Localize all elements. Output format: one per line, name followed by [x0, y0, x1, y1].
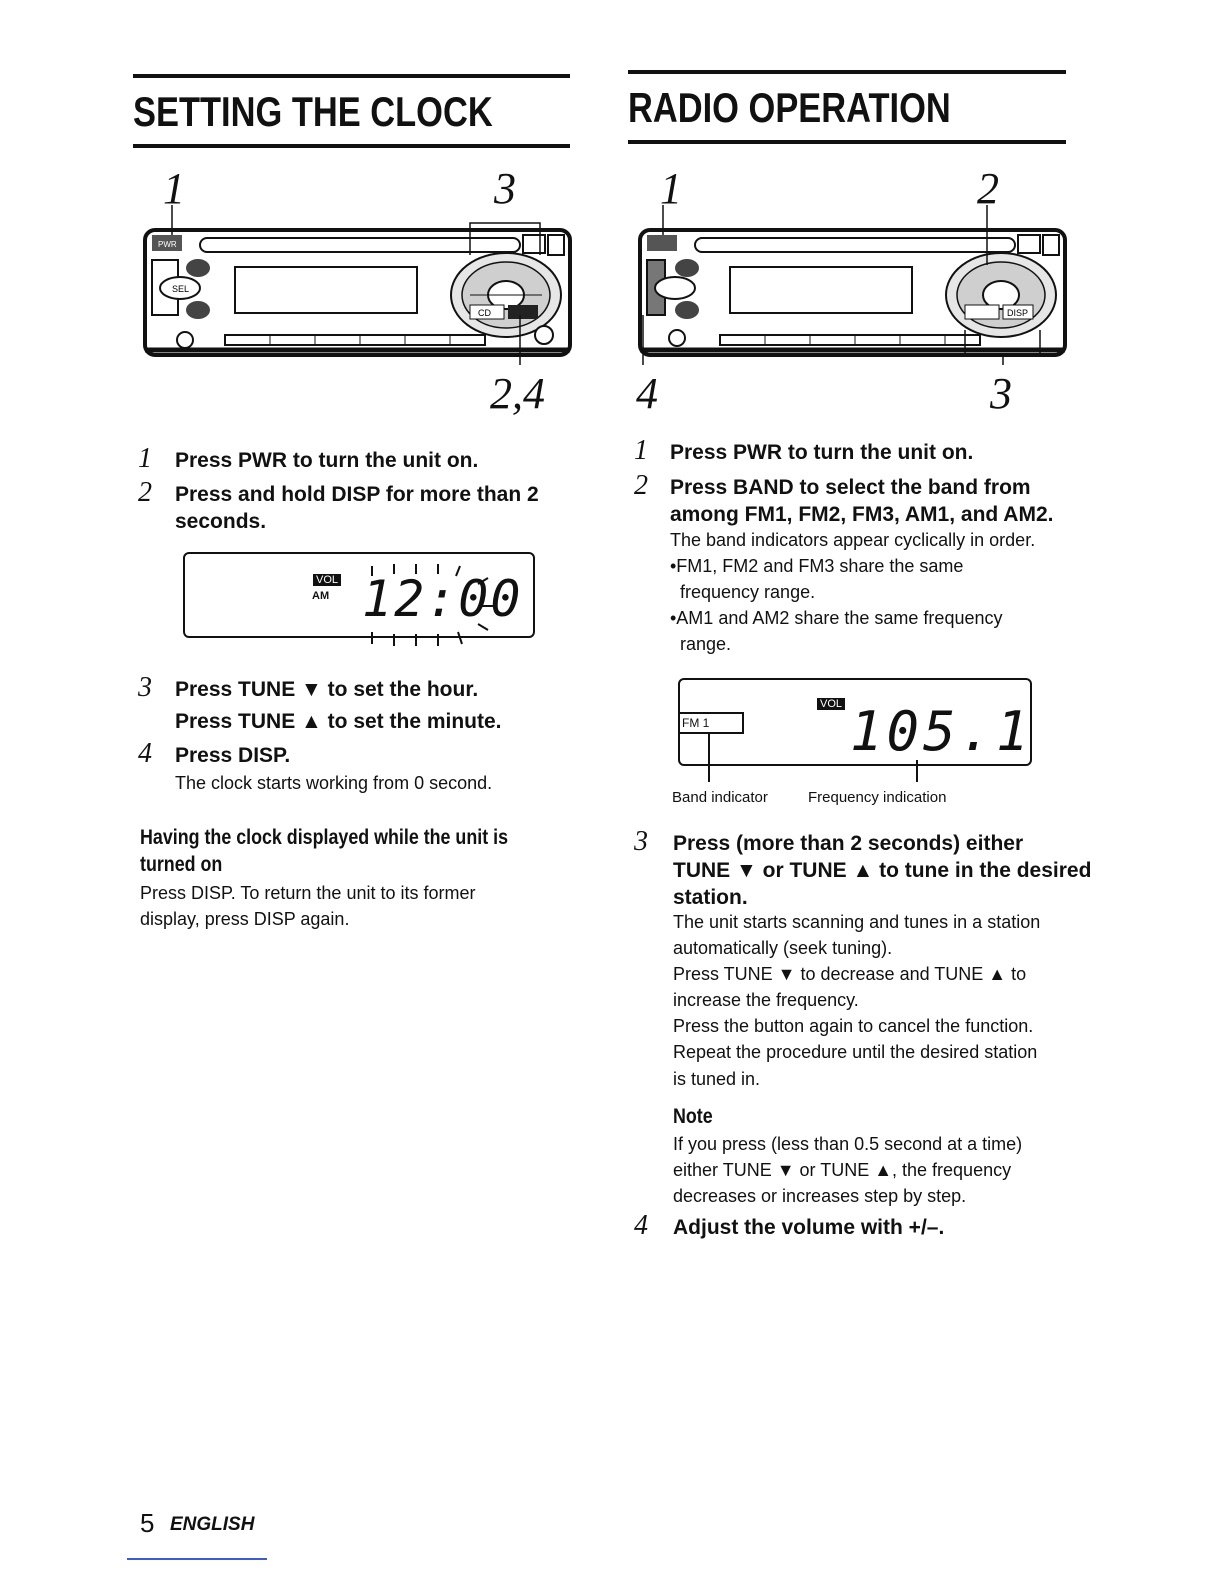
note-text: decreases or increases step by step.: [673, 1186, 967, 1206]
callout-2: 2: [977, 164, 999, 213]
section-title-radio-operation: RADIO OPERATION: [628, 84, 951, 131]
car-stereo-illustration: PWR SEL CD: [143, 205, 572, 365]
section-title-setting-clock: SETTING THE CLOCK: [133, 88, 493, 135]
step-text: Press BAND to select the band from: [670, 476, 1031, 499]
caption-band-indicator: Band indicator: [672, 789, 768, 806]
band-indicator: FM 1: [678, 712, 744, 734]
bullet: frequency range.: [680, 582, 816, 602]
step-number: 2: [634, 470, 648, 501]
left-title-underline: [133, 144, 570, 148]
step-number: 3: [634, 826, 648, 857]
subheading-text: display, press DISP again.: [140, 909, 350, 929]
clock-lcd: [183, 552, 535, 638]
footer-link-rule: [127, 1558, 267, 1560]
step-detail: is tuned in.: [673, 1069, 761, 1089]
step-detail: The band indicators appear cyclically in…: [670, 530, 1036, 550]
disp-label: DISP: [1007, 308, 1028, 318]
step-detail: Press TUNE ▼ to decrease and TUNE ▲ to: [673, 964, 1027, 984]
note-text: either TUNE ▼ or TUNE ▲, the frequency: [673, 1160, 1012, 1180]
caption-frequency-indication: Frequency indication: [808, 789, 947, 806]
callout-3: 3: [990, 369, 1012, 418]
subheading: turned on: [140, 853, 223, 876]
language-label: ENGLISH: [170, 1514, 255, 1535]
pwr-label: PWR: [158, 240, 177, 249]
step-text: Press (more than 2 seconds) either: [673, 832, 1024, 855]
vol-indicator: VOL: [817, 698, 846, 710]
band-leader-line: [708, 732, 710, 782]
callout-4: 4: [636, 369, 658, 418]
step-text: station.: [673, 886, 748, 909]
step-text: Press PWR to turn the unit on.: [175, 449, 479, 472]
freq-leader-line: [916, 760, 918, 782]
step-number: 2: [138, 477, 152, 508]
callout-2-4: 2,4: [490, 369, 545, 418]
car-stereo-illustration: DISP: [638, 205, 1067, 365]
callout-3: 3: [494, 164, 516, 213]
callout-1: 1: [163, 164, 185, 213]
step-text: Adjust the volume with +/–.: [673, 1216, 945, 1239]
step-number: 1: [138, 443, 152, 474]
step-number: 4: [138, 738, 152, 769]
step-detail: Repeat the procedure until the desired s…: [673, 1042, 1038, 1062]
am-indicator: AM: [312, 590, 330, 602]
step-detail: The unit starts scanning and tunes in a …: [673, 912, 1041, 932]
step-detail: increase the frequency.: [673, 990, 859, 1010]
note-title: Note: [673, 1105, 713, 1128]
right-title-underline: [628, 140, 1066, 144]
step-detail: automatically (seek tuning).: [673, 938, 893, 958]
subheading-text: Press DISP. To return the unit to its fo…: [140, 883, 476, 903]
step-text: Press TUNE ▼ to set the hour.: [175, 678, 479, 701]
step-text: among FM1, FM2, FM3, AM1, and AM2.: [670, 503, 1054, 526]
step-number: 4: [634, 1210, 648, 1241]
bullet: range.: [680, 634, 732, 654]
step-text: Press DISP.: [175, 744, 291, 767]
step-number: 1: [634, 435, 648, 466]
cd-label: CD: [478, 308, 491, 318]
step-text: Press PWR to turn the unit on.: [670, 441, 974, 464]
step-detail: The clock starts working from 0 second.: [175, 773, 493, 793]
step-text: Press and hold DISP for more than 2: [175, 483, 539, 506]
page-number: 5: [140, 1508, 155, 1538]
bullet: •AM1 and AM2 share the same frequency: [670, 608, 1003, 628]
note-text: If you press (less than 0.5 second at a …: [673, 1134, 1023, 1154]
blink-marks: [371, 564, 494, 646]
step-text: seconds.: [175, 510, 267, 533]
step-detail: Press the button again to cancel the fun…: [673, 1016, 1034, 1036]
callout-1: 1: [660, 164, 682, 213]
step-text: Press TUNE ▲ to set the minute.: [175, 710, 502, 733]
bullet: •FM1, FM2 and FM3 share the same: [670, 556, 964, 576]
step-text: TUNE ▼ or TUNE ▲ to tune in the desired: [673, 859, 1092, 882]
sel-label: SEL: [172, 284, 189, 294]
subheading: Having the clock displayed while the uni…: [140, 826, 508, 849]
left-top-rule: [133, 74, 570, 78]
frequency-display: 105.1: [850, 700, 1033, 763]
vol-indicator: VOL: [313, 574, 342, 586]
step-number: 3: [138, 672, 152, 703]
clock-time: 12:00: [362, 570, 523, 628]
right-top-rule: [628, 70, 1066, 74]
